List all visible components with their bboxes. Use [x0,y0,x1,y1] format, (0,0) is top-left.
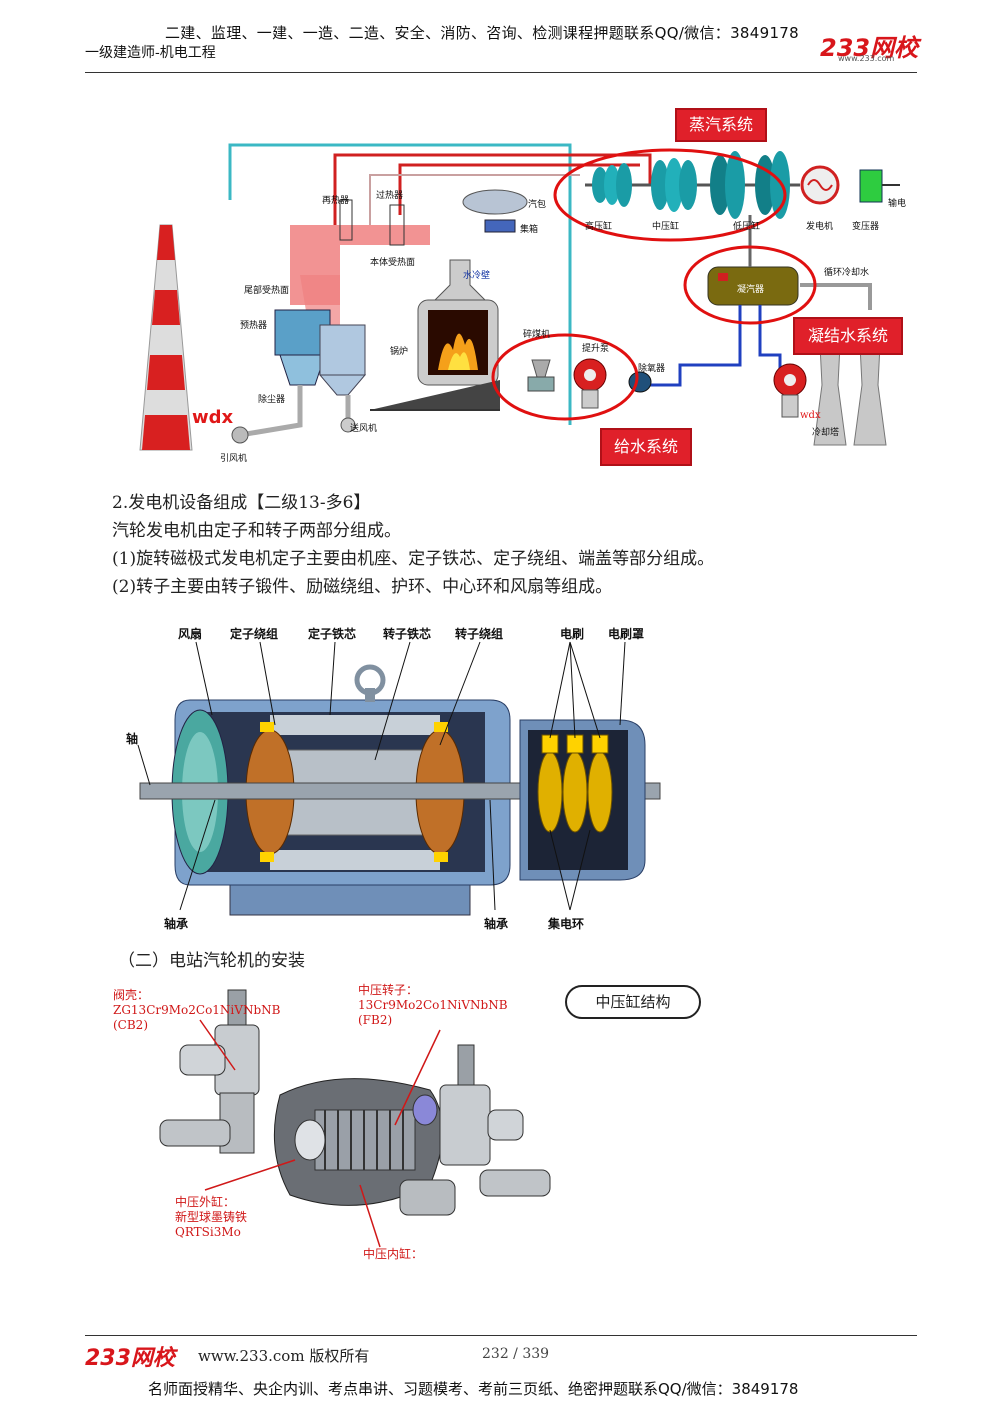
label-condenser: 凝汽器 [737,285,765,295]
chimney-icon [139,224,193,451]
label-header-box: 集箱 [520,225,539,235]
ip-rotor-title: 中压转子： [358,983,419,997]
label-brush: 电刷 [560,627,585,641]
label-transformer: 变压器 [852,222,880,232]
label-preheater: 预热器 [240,321,268,331]
paragraph-3: (2)转子主要由转子锻件、励磁绕组、护环、中心环和风扇等组成。 [112,577,613,597]
paragraph-1: 汽轮发电机由定子和转子两部分组成。 [112,521,401,541]
page-number: 232 / 339 [482,1346,550,1362]
ip-rotor-code: (FB2) [358,1013,393,1027]
turbine-icon [585,151,800,219]
label-crusher: 碎煤机 [523,330,551,340]
label-induced-fan: 引风机 [220,454,248,464]
valve-shell-material: ZG13Cr9Mo2Co1NiVNbNB [113,1003,281,1017]
watermark-wdx-1: wdx [192,407,234,428]
footer-contact-line: 名师面授精华、央企内训、考点串讲、习题模考、考前三页纸、绝密押题联系QQ/微信：… [148,1380,799,1398]
ip-cylinder-structure-pill: 中压缸结构 [565,985,701,1019]
label-deaerator: 除氧器 [638,364,666,374]
label-rotor-core: 转子铁芯 [383,627,432,641]
label-stator-core: 定子铁芯 [308,627,357,641]
generator-cutaway-svg [137,641,661,916]
generator-cutaway-figure: 风扇 定子绕组 定子铁芯 转子铁芯 转子绕组 电刷 电刷罩 轴 轴承 轴承 集电… [120,620,680,940]
power-plant-diagram: 蒸汽系统 凝结水系统 给水系统 再热器 过热器 汽包 集箱 高压缸 中压缸 低压… [100,95,920,480]
power-plant-diagram-svg [139,143,900,451]
ip-outer-title: 中压外缸： [175,1195,236,1209]
header-subtitle: 一级建造师-机电工程 [85,45,216,61]
header-divider [85,72,917,73]
ip-rotor-material: 13Cr9Mo2Co1NiVNbNB [358,998,508,1012]
ip-outer-code: QRTSi3Mo [175,1225,241,1239]
valve-shell-label: 阀壳： ZG13Cr9Mo2Co1NiVNbNB (CB2) [113,988,280,1033]
footer-divider [85,1335,917,1336]
label-hp-cylinder: 高压缸 [585,222,613,232]
feedwater-system-box: 给水系统 [600,428,692,466]
label-generator: 发电机 [806,222,834,232]
footer-logo: 233网校 [85,1346,175,1371]
condensate-system-box: 凝结水系统 [793,317,903,355]
label-boiler: 锅炉 [390,347,409,357]
label-shaft: 轴 [126,732,139,746]
header-logo: 233网校 [820,34,919,62]
label-dust-collector: 除尘器 [258,395,286,405]
label-bearing-left: 轴承 [164,917,189,931]
valve-shell-title: 阀壳： [113,988,150,1002]
condenser-icon [707,266,799,306]
header-contact-line: 二建、监理、一建、一造、二造、安全、消防、咨询、检测课程押题联系QQ/微信：38… [165,24,799,42]
label-body-heating-surface: 本体受热面 [370,258,416,268]
ip-cylinder-figure [110,985,560,1265]
valve-shell-code: (CB2) [113,1018,148,1032]
label-slip-ring: 集电环 [548,917,585,931]
label-fan: 风扇 [178,627,203,641]
ip-inner-cylinder-label: 中压内缸： [363,1247,424,1261]
footer-copyright: www.233.com 版权所有 [198,1347,370,1365]
label-cooling-tower: 冷却塔 [812,428,840,438]
label-cooling-water: 循环冷却水 [824,268,870,278]
label-forced-fan: 送风机 [350,424,378,434]
label-tail-heating-surface: 尾部受热面 [244,286,290,296]
ip-outer-material: 新型球墨铸铁 [175,1210,248,1224]
watermark-wdx-2: wdx [800,410,821,421]
paragraph-2: (1)旋转磁极式发电机定子主要由机座、定子铁芯、定子绕组、端盖等部分组成。 [112,549,715,569]
label-stator-winding: 定子绕组 [230,627,279,641]
label-reheater: 再热器 [322,196,350,206]
pump-icon [573,358,807,418]
boiler-icon [417,259,499,386]
ip-cylinder-svg [159,989,551,1248]
steam-system-box: 蒸汽系统 [675,108,767,142]
label-bearing-right: 轴承 [484,917,509,931]
label-superheater: 过热器 [376,191,404,201]
label-drum: 汽包 [528,200,547,210]
label-water-wall: 水冷壁 [463,271,491,281]
label-transmission: 输电 [888,199,907,209]
label-ip-cylinder: 中压缸 [652,222,680,232]
generator-icon [800,165,840,205]
section-heading-generator: 2.发电机设备组成【二级13-多6】 [112,493,371,513]
header-logo-url: www.233.com [838,54,895,63]
label-brush-cover: 电刷罩 [608,627,645,641]
label-lift-pump: 提升泵 [582,344,610,354]
ip-outer-cylinder-label: 中压外缸： 新型球墨铸铁 QRTSi3Mo [175,1195,247,1240]
section-heading-turbine-install: （二）电站汽轮机的安装 [118,951,305,971]
label-lp-cylinder: 低压缸 [733,222,761,232]
label-rotor-winding: 转子绕组 [455,627,504,641]
ip-rotor-label: 中压转子： 13Cr9Mo2Co1NiVNbNB (FB2) [358,983,508,1028]
